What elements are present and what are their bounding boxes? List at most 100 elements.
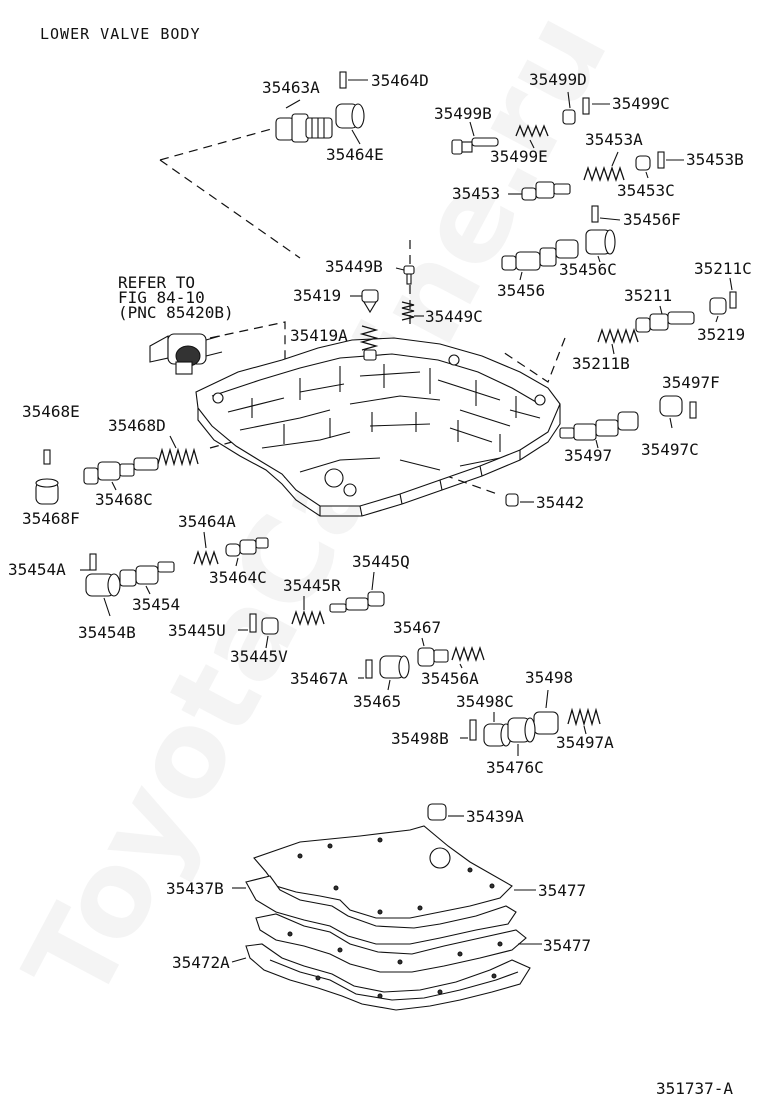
label-35449B: 35449B: [325, 257, 383, 276]
label-35211B: 35211B: [572, 354, 630, 373]
part-35468F: [35, 478, 59, 505]
refer-note-line2: FIG 84-10: [118, 288, 205, 307]
label-35454: 35454: [132, 595, 180, 614]
part-35465: [379, 655, 410, 691]
part-35497: [559, 411, 639, 449]
part-35463A: [275, 99, 333, 143]
diagram-title: LOWER VALVE BODY: [40, 25, 201, 43]
part-35449C: [401, 301, 424, 321]
label-35464C: 35464C: [209, 568, 267, 587]
part-35453C: [635, 155, 651, 179]
part-35456F: [591, 205, 621, 223]
label-35464E: 35464E: [326, 145, 384, 164]
part-35468E: [43, 449, 51, 465]
part-35211: [635, 305, 695, 333]
label-35468F: 35468F: [22, 509, 80, 528]
part-35453: [508, 181, 571, 201]
part-35472A-oil-pan: [231, 943, 531, 1011]
part-35499E: [515, 124, 549, 149]
label-35498B: 35498B: [391, 729, 449, 748]
part-35468D: [157, 435, 199, 467]
label-35445V: 35445V: [230, 647, 288, 666]
part-35497A: [567, 707, 601, 735]
refer-note-line3: (PNC 85420B): [118, 303, 234, 322]
label-35211: 35211: [624, 286, 672, 305]
lower-valve-body-casting: [195, 337, 561, 517]
part-35445R: [291, 596, 325, 627]
label-35468D: 35468D: [108, 416, 166, 435]
part-35499D: [562, 91, 576, 125]
part-35464E: [335, 103, 365, 145]
part-35498B: [460, 719, 477, 741]
label-35468C: 35468C: [95, 490, 153, 509]
label-35464A: 35464A: [178, 512, 236, 531]
part-35454: [119, 561, 175, 595]
solenoid-reference-part: REFER TO FIG 84-10 (PNC 85420B): [118, 273, 234, 375]
part-35468C: [83, 457, 159, 491]
label-35472A: 35472A: [172, 953, 230, 972]
label-35453B: 35453B: [686, 150, 744, 169]
part-35464C: [225, 537, 269, 567]
part-35454A: [80, 553, 97, 571]
part-35419: [350, 289, 379, 314]
label-35445Q: 35445Q: [352, 552, 410, 571]
label-35499C: 35499C: [612, 94, 670, 113]
label-35419A: 35419A: [290, 326, 348, 345]
refer-note-line1: REFER TO: [118, 273, 195, 292]
part-35211B: [597, 327, 639, 355]
label-35497C: 35497C: [641, 440, 699, 459]
part-35453A: [583, 151, 625, 183]
part-35211C: [729, 277, 737, 309]
part-35464A: [193, 531, 219, 567]
label-35445R: 35445R: [283, 576, 341, 595]
part-35439A: [427, 803, 464, 821]
part-35445V: [261, 617, 279, 649]
label-35439A: 35439A: [466, 807, 524, 826]
label-35477-lower: 35477: [543, 936, 591, 955]
label-35442: 35442: [536, 493, 584, 512]
label-35456A: 35456A: [421, 669, 479, 688]
part-35497F: [689, 401, 697, 419]
label-35453: 35453: [452, 184, 500, 203]
part-35456C: [585, 229, 616, 263]
part-35499C: [582, 97, 610, 115]
label-35449C: 35449C: [425, 307, 483, 326]
label-35445U: 35445U: [168, 621, 226, 640]
part-35499B: [451, 121, 499, 155]
part-35477-lower-plate: [255, 913, 542, 973]
label-35467A: 35467A: [290, 669, 348, 688]
label-35498: 35498: [525, 668, 573, 687]
part-35464D: [339, 71, 368, 89]
part-35467A: [358, 659, 373, 679]
label-35477-upper: 35477: [538, 881, 586, 900]
label-35497A: 35497A: [556, 733, 614, 752]
label-35453C: 35453C: [617, 181, 675, 200]
label-35463A: 35463A: [262, 78, 320, 97]
label-35456C: 35456C: [559, 260, 617, 279]
part-35445U: [238, 613, 257, 633]
label-35464D: 35464D: [371, 71, 429, 90]
part-35456A: [451, 645, 485, 669]
part-35497C: [659, 395, 683, 429]
part-35467: [417, 637, 449, 667]
part-35477-upper-plate: [253, 825, 536, 919]
label-35467: 35467: [393, 618, 441, 637]
part-35449B: [395, 265, 415, 285]
label-35476C: 35476C: [486, 758, 544, 777]
part-35219: [709, 297, 727, 323]
figure-code: 351737-A: [656, 1079, 733, 1098]
label-35456F: 35456F: [623, 210, 681, 229]
part-35476C: [507, 717, 536, 756]
part-35456: [501, 239, 579, 281]
label-35497: 35497: [564, 446, 612, 465]
label-35453A: 35453A: [585, 130, 643, 149]
label-35498C: 35498C: [456, 692, 514, 711]
part-35453B: [657, 151, 684, 169]
label-35497F: 35497F: [662, 373, 720, 392]
part-35498: [533, 689, 559, 735]
part-35445Q: [329, 571, 385, 613]
label-35456: 35456: [497, 281, 545, 300]
label-35419: 35419: [293, 286, 341, 305]
label-35219: 35219: [697, 325, 745, 344]
